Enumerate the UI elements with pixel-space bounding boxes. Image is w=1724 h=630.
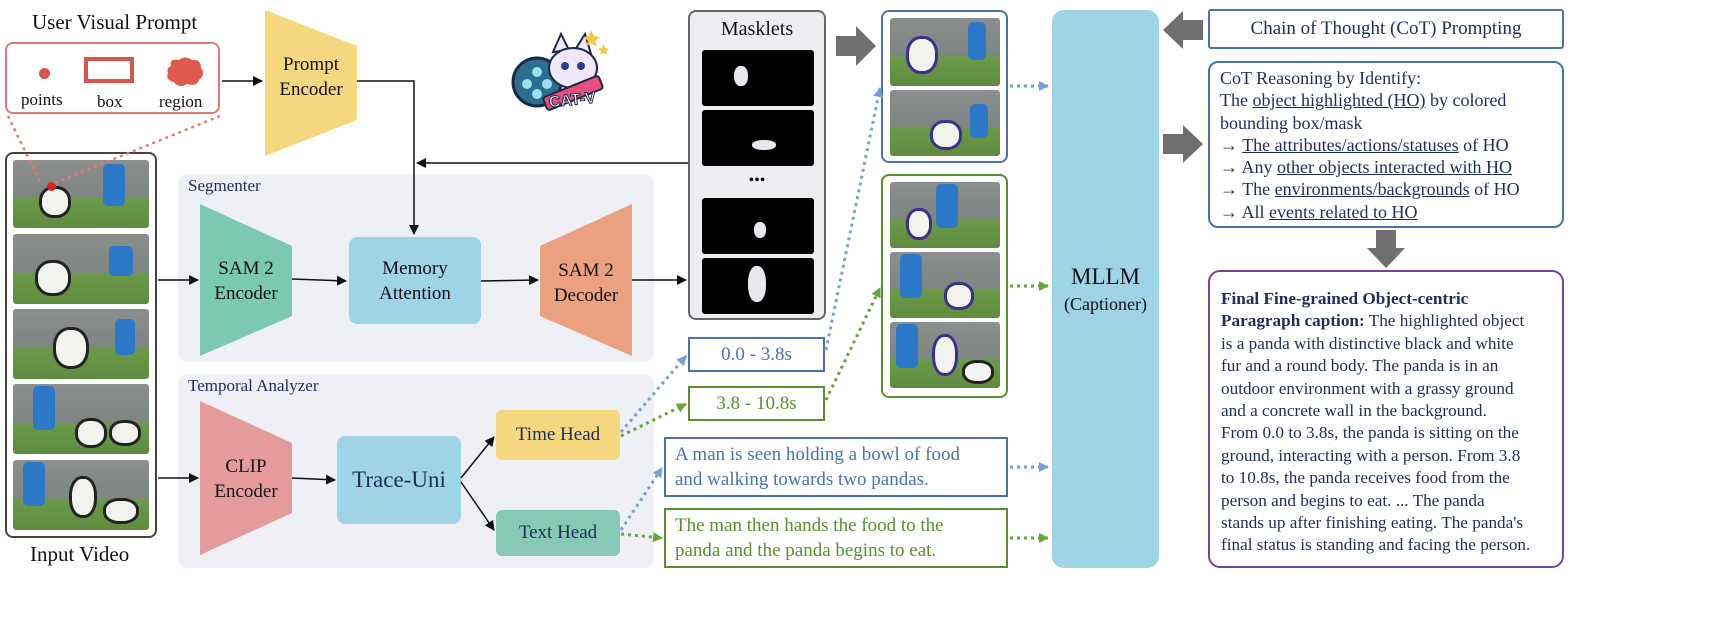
- point-icon: [39, 68, 50, 79]
- final-caption-box: Final Fine-grained Object-centric Paragr…: [1208, 270, 1564, 568]
- video-frame-3: [13, 309, 149, 379]
- video-frame-4: [13, 384, 149, 454]
- masklets-panel: Masklets •••: [688, 10, 826, 320]
- box-label: box: [97, 92, 123, 111]
- output-frame-2: [890, 90, 1000, 156]
- box-icon: [84, 57, 134, 83]
- sam2-decoder-shape: [540, 204, 632, 356]
- dotted-seg2-to-frames: [824, 287, 882, 401]
- video-frame-2: [13, 234, 149, 304]
- reasoning-arrow: [1163, 125, 1203, 163]
- temporal-analyzer-title: Temporal Analyzer: [188, 376, 319, 395]
- clip-encoder-shape: [200, 401, 292, 555]
- masklet-frame-3: [702, 198, 814, 254]
- output-frame-1: [890, 18, 1000, 86]
- user-visual-prompt-title: User Visual Prompt: [32, 10, 198, 34]
- text-head-block: Text Head: [496, 510, 620, 556]
- masklets-ellipsis: •••: [748, 172, 766, 189]
- masklet-frame-1: [702, 50, 814, 106]
- cot-reasoning-box: CoT Reasoning by Identify: The object hi…: [1208, 61, 1564, 228]
- sam2-encoder-shape: [200, 204, 292, 356]
- mllm-subtitle: (Captioner): [1064, 293, 1147, 314]
- time-head-block: Time Head: [496, 410, 620, 460]
- caption-down-arrow: [1367, 230, 1405, 268]
- prompt-encoder-shape: [265, 10, 357, 156]
- mllm-captioner-block: MLLM (Captioner): [1052, 10, 1159, 568]
- trace-uni-block: Trace-Uni: [337, 436, 461, 524]
- dotted-seg1-to-frames: [824, 87, 884, 351]
- masklet-frame-2: [702, 110, 814, 166]
- cat-v-logo: CAT-V: [503, 22, 611, 126]
- point-marker: [47, 182, 56, 191]
- video-frame-5: [13, 460, 149, 530]
- cot-prompt-arrow: [1163, 11, 1203, 49]
- final-caption-heading-1: Final Fine-grained Object-centric: [1221, 289, 1469, 308]
- region-label: region: [159, 92, 203, 111]
- visual-prompt-box: points box region: [5, 42, 220, 114]
- input-video-label: Input Video: [30, 542, 130, 566]
- output-frames-blue: [881, 10, 1008, 163]
- masklets-output-arrow: [836, 26, 876, 66]
- masklet-frame-4: [702, 258, 814, 314]
- output-frame-4: [890, 252, 1000, 318]
- output-frame-5: [890, 322, 1000, 388]
- video-frame-1: [13, 160, 149, 228]
- mllm-title: MLLM: [1071, 263, 1140, 289]
- points-label: points: [21, 90, 63, 109]
- cot-prompting-box: Chain of Thought (CoT) Prompting: [1208, 9, 1564, 49]
- input-video-frames: [5, 152, 157, 538]
- time-segment-1: 0.0 - 3.8s: [688, 337, 825, 372]
- time-segment-2: 3.8 - 10.8s: [688, 386, 825, 421]
- masklets-title: Masklets: [720, 18, 794, 40]
- region-icon: [167, 57, 204, 87]
- output-frame-3: [890, 182, 1000, 248]
- output-frames-green: [881, 174, 1008, 398]
- segmenter-title: Segmenter: [188, 176, 261, 195]
